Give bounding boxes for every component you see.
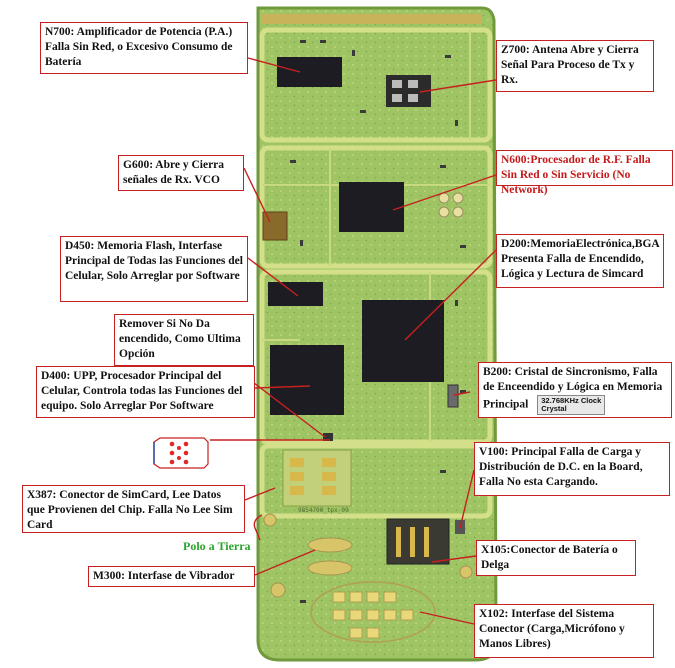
callout-d450: D450: Memoria Flash, Interfase Principal…: [60, 236, 248, 302]
m300-vibrator-pads: [307, 537, 353, 576]
shield-frames: [259, 27, 493, 519]
callout-m300: M300: Interfase de Vibrador: [88, 566, 255, 587]
callout-n700: N700: Amplificador de Potencia (P.A.) Fa…: [40, 22, 248, 74]
callout-x105: X105:Conector de Batería o Delga: [476, 540, 636, 576]
x102-connector-pads: [310, 581, 436, 643]
n600-pads: [438, 192, 464, 218]
antenna-strip: [262, 14, 482, 24]
remover-pad: [323, 433, 333, 441]
callout-d400: D400: UPP, Procesador Principal del Celu…: [36, 366, 255, 418]
x387-sim-connector: [282, 449, 352, 507]
n700-chip: [277, 57, 342, 87]
callout-b200: B200: Cristal de Sincronismo, Falla de E…: [478, 362, 672, 418]
sim-pin-diagram-icon: [153, 437, 209, 469]
ground-label: Polo a Tierra: [183, 539, 251, 553]
callout-x102: X102: Interfase del Sistema Conector (Ca…: [474, 604, 654, 658]
clock-badge-line2: Crystal: [541, 404, 567, 414]
b200-crystal: [447, 384, 459, 408]
board-code: 9854700_tpx_09: [298, 507, 349, 514]
clock-badge-line1: 32.768KHz Clock: [541, 396, 602, 406]
callout-remover: Remover Si No Da encendido, Como Ultima …: [114, 314, 254, 366]
n600-chip: [339, 182, 404, 232]
callout-x387: X387: Conector de SimCard, Lee Datos que…: [22, 485, 245, 533]
callout-d200: D200:MemoriaElectrónica,BGA Presenta Fal…: [496, 234, 664, 288]
callout-v100: V100: Principal Falla de Carga y Distrib…: [474, 442, 670, 496]
b200-text: B200: Cristal de Sincronismo, Falla de E…: [483, 366, 663, 411]
x105-battery-connector: [386, 518, 450, 565]
callout-n600: N600:Procesador de R.F. Falla Sin Red o …: [496, 150, 673, 196]
d400-chip: [270, 345, 344, 415]
callout-z700: Z700: Antena Abre y Cierra Señal Para Pr…: [496, 40, 654, 92]
d200-chip: [362, 300, 444, 382]
clock-crystal-badge: 32.768KHz Clock Crystal: [537, 395, 606, 416]
callout-g600: G600: Abre y Cierra señales de Rx. VCO: [118, 155, 244, 191]
